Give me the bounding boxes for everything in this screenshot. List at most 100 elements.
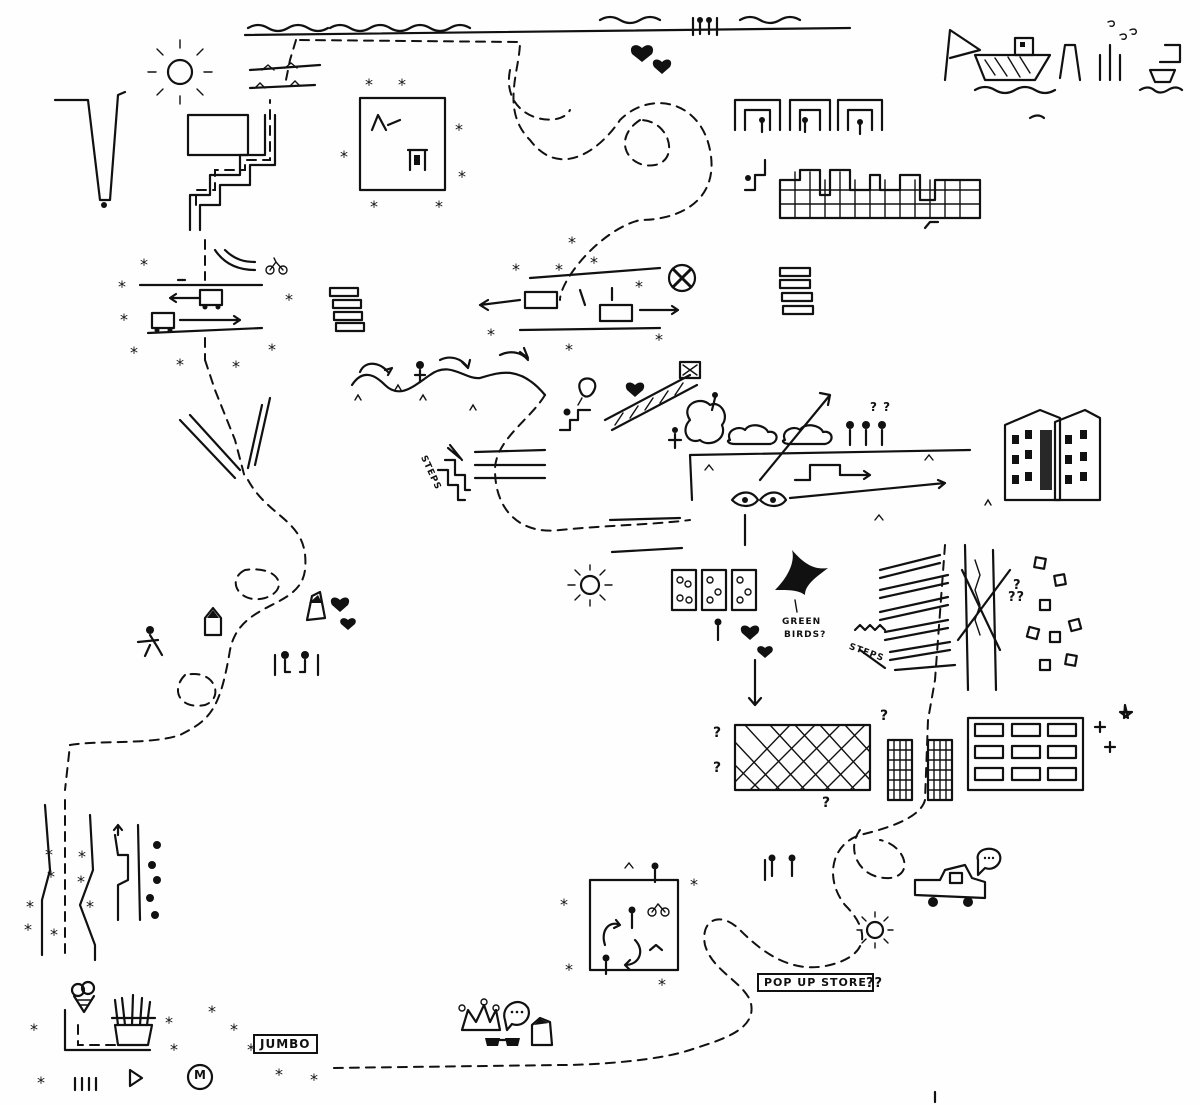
crown-icon xyxy=(458,998,502,1032)
diagonal-lines xyxy=(178,359,272,480)
popup-question-marks: ?? xyxy=(866,976,884,991)
svg-text:*: * xyxy=(268,340,276,359)
svg-text:*: * xyxy=(435,197,443,216)
plant-marks: *** *** ** *** *** ** *** *** ** *** ***… xyxy=(24,233,698,1092)
sparkle-icon xyxy=(1093,703,1134,754)
svg-text:*: * xyxy=(78,847,86,866)
stick-figure-icon xyxy=(763,854,796,882)
question-mark: ? xyxy=(822,795,832,811)
svg-text:*: * xyxy=(140,255,148,274)
route-center xyxy=(493,394,691,532)
popup-store-label: POP UP STORE xyxy=(757,973,874,992)
svg-text:*: * xyxy=(208,1002,216,1021)
svg-text:*: * xyxy=(487,325,495,344)
park-left xyxy=(136,590,356,677)
heart-icon xyxy=(330,597,356,630)
svg-text:*: * xyxy=(370,197,378,216)
svg-text:*: * xyxy=(455,120,463,139)
stick-figure-icon xyxy=(691,16,719,37)
crosswalk-right xyxy=(778,266,815,316)
svg-text:*: * xyxy=(30,1020,38,1039)
building-block xyxy=(186,113,250,157)
bench-people xyxy=(273,651,320,677)
svg-text:*: * xyxy=(170,1040,178,1059)
cloud-icon xyxy=(726,424,833,446)
route-top xyxy=(299,39,713,301)
question-marks-scatter: ?? xyxy=(1008,590,1026,605)
sun-icon xyxy=(147,39,213,105)
svg-text:*: * xyxy=(37,1073,45,1092)
sun-icon xyxy=(856,911,894,949)
metro-label: M xyxy=(194,1068,207,1082)
svg-text:*: * xyxy=(232,357,240,376)
svg-text:*: * xyxy=(275,1065,283,1084)
tower-shape xyxy=(53,90,127,208)
steps-left xyxy=(436,443,547,502)
stall-icon xyxy=(530,1016,554,1047)
green-birds-label-2: BIRDS? xyxy=(784,630,827,640)
svg-text:*: * xyxy=(590,253,598,272)
street-bottom-left xyxy=(40,799,161,962)
svg-text:*: * xyxy=(118,277,126,296)
svg-text:*: * xyxy=(555,260,563,279)
viewpoint-area xyxy=(688,391,972,547)
svg-text:*: * xyxy=(365,75,373,94)
no-entry-icon xyxy=(667,263,697,293)
heart-icon xyxy=(625,382,645,397)
playground: * * * * * * * xyxy=(340,75,466,216)
svg-text:*: * xyxy=(560,895,568,914)
climber-figure xyxy=(558,377,597,432)
jumbo-label: JUMBO xyxy=(253,1034,318,1054)
tree-icon xyxy=(667,392,726,450)
green-birds-label: GREEN xyxy=(782,617,822,627)
question-mark: ? xyxy=(880,708,890,724)
ice-cream-icon xyxy=(70,980,96,1014)
question-marks-people: ? ? xyxy=(870,400,892,414)
question-mark: ? xyxy=(1013,578,1022,593)
heart-icon xyxy=(740,625,773,658)
svg-text:*: * xyxy=(247,1040,255,1059)
sunglasses-icon xyxy=(485,1038,520,1046)
grid-building xyxy=(743,158,982,230)
svg-text:*: * xyxy=(565,340,573,359)
heart-icon xyxy=(630,45,672,74)
svg-text:*: * xyxy=(458,167,466,186)
svg-text:*: * xyxy=(635,277,643,296)
svg-text:*: * xyxy=(512,260,520,279)
question-mark: ? xyxy=(713,760,723,776)
park-square xyxy=(588,861,680,976)
bridge xyxy=(603,360,702,432)
wavy-hill-path xyxy=(350,346,547,411)
stick-figure-icon xyxy=(136,626,164,658)
svg-text:*: * xyxy=(77,872,85,891)
scattered-blocks xyxy=(1025,556,1083,672)
bicycle-icon xyxy=(647,902,670,917)
question-mark: ? xyxy=(713,725,723,741)
window-grid xyxy=(966,716,1085,792)
route-right xyxy=(329,544,946,1069)
bicycle-icon xyxy=(265,257,288,275)
svg-text:*: * xyxy=(655,330,663,349)
svg-text:*: * xyxy=(658,975,666,994)
bird-icon xyxy=(775,550,828,595)
svg-text:*: * xyxy=(50,925,58,944)
svg-text:*: * xyxy=(398,75,406,94)
sun-icon xyxy=(567,564,613,607)
crosswalk-left xyxy=(328,286,366,333)
grid-block xyxy=(886,738,954,802)
bottom-left-route xyxy=(63,1008,152,1092)
svg-text:*: * xyxy=(310,1070,318,1089)
svg-text:*: * xyxy=(176,355,184,374)
stairs-diagonal xyxy=(853,543,1012,692)
arches-building xyxy=(733,98,884,136)
svg-text:*: * xyxy=(45,845,53,864)
speech-bubble-icon xyxy=(976,847,1002,877)
fries-icon xyxy=(110,993,157,1047)
svg-text:*: * xyxy=(165,1013,173,1032)
svg-text:*: * xyxy=(130,343,138,362)
hatched-area xyxy=(733,723,872,792)
stick-figure-icon xyxy=(846,421,886,447)
svg-text:*: * xyxy=(47,867,55,886)
svg-text:*: * xyxy=(690,875,698,894)
